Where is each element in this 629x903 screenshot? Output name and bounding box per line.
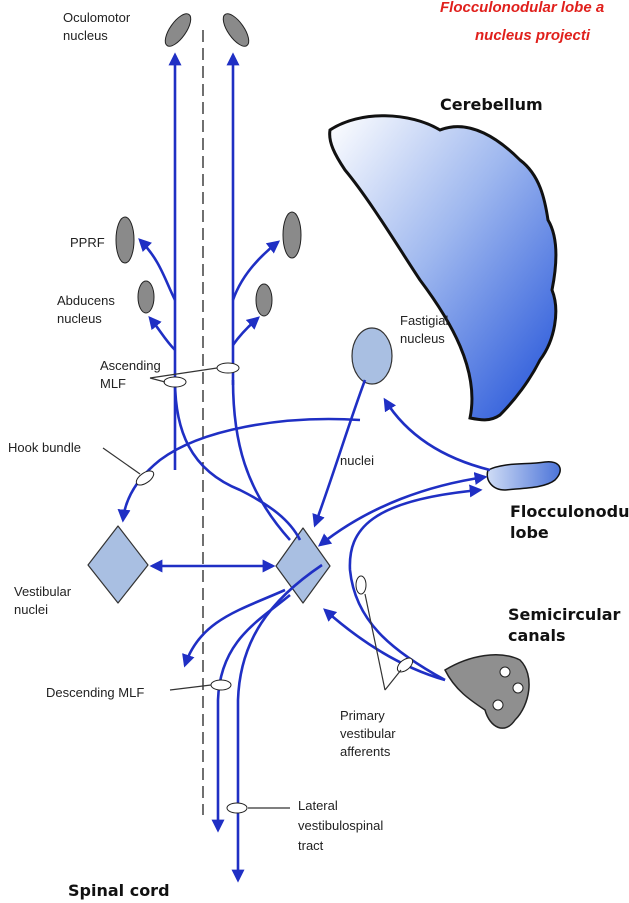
flocculonodular-lobe (487, 462, 560, 490)
descending-mlf-right (218, 595, 290, 830)
nuclei-label: nuclei (340, 453, 374, 468)
oculomotor-label-1: Oculomotor (63, 10, 131, 25)
hook-bundle-pointer (103, 448, 140, 474)
afferent-marker-1 (356, 576, 366, 594)
descending-mlf-marker (211, 680, 231, 690)
oculomotor-nucleus-right (219, 10, 254, 50)
abducens-label-1: Abducens (57, 293, 115, 308)
pprf-label: PPRF (70, 235, 105, 250)
canal-circle-2 (513, 683, 523, 693)
canal-circle-1 (500, 667, 510, 677)
fastigial-label-2: nucleus (400, 331, 445, 346)
vestibular-flocculo-link (320, 477, 485, 545)
lateral-label-2: vestibulospinal (298, 818, 383, 833)
vestibular-label-2: nuclei (14, 602, 48, 617)
cerebellum-label: Cerebellum (440, 95, 543, 114)
ascending-label-2: MLF (100, 376, 126, 391)
semicircular-label-2: canals (508, 626, 565, 645)
afferent-pointer (365, 594, 401, 690)
semicircular-label-1: Semicircular (508, 605, 621, 624)
pprf-right (283, 212, 301, 258)
abducens-right-branch (233, 318, 258, 345)
lateral-label-1: Lateral (298, 798, 338, 813)
oculomotor-nucleus-left (161, 10, 196, 50)
ascending-left-origin (175, 380, 300, 540)
lateral-tract-marker (227, 803, 247, 813)
primary-afferent-to-flocculo (350, 490, 480, 680)
abducens-label-2: nucleus (57, 311, 102, 326)
oculomotor-label-2: nucleus (63, 28, 108, 43)
descending-mlf-label: Descending MLF (46, 685, 144, 700)
vestibular-nuclei-left (88, 526, 148, 603)
primary-label-1: Primary (340, 708, 385, 723)
afferent-marker-2 (395, 655, 415, 674)
fastigial-label-1: Fastigial (400, 313, 449, 328)
lateral-label-3: tract (298, 838, 324, 853)
ascending-mlf-marker-right (217, 363, 239, 373)
descending-mlf-pointer (170, 685, 211, 690)
ascending-label-1: Ascending (100, 358, 161, 373)
fastigial-nucleus (352, 328, 392, 384)
flocculonodular-label-1: Flocculonodular (510, 502, 629, 521)
descending-mlf-left (185, 590, 285, 665)
flocculonodular-label-2: lobe (510, 523, 549, 542)
ascending-mlf-marker-left (164, 377, 186, 387)
canal-circle-3 (493, 700, 503, 710)
primary-label-2: vestibular (340, 726, 396, 741)
title-line-1: Flocculonodular lobe a (440, 0, 604, 16)
abducens-left (138, 281, 154, 313)
abducens-left-branch (150, 318, 175, 350)
title-line-2: nucleus projecti (475, 27, 591, 44)
spinal-cord-label: Spinal cord (68, 881, 170, 900)
abducens-right (256, 284, 272, 316)
hook-bundle-label: Hook bundle (8, 440, 81, 455)
primary-label-3: afferents (340, 744, 391, 759)
pprf-left (116, 217, 134, 263)
vestibular-label-1: Vestibular (14, 584, 72, 599)
hook-bundle-tract (123, 419, 360, 520)
